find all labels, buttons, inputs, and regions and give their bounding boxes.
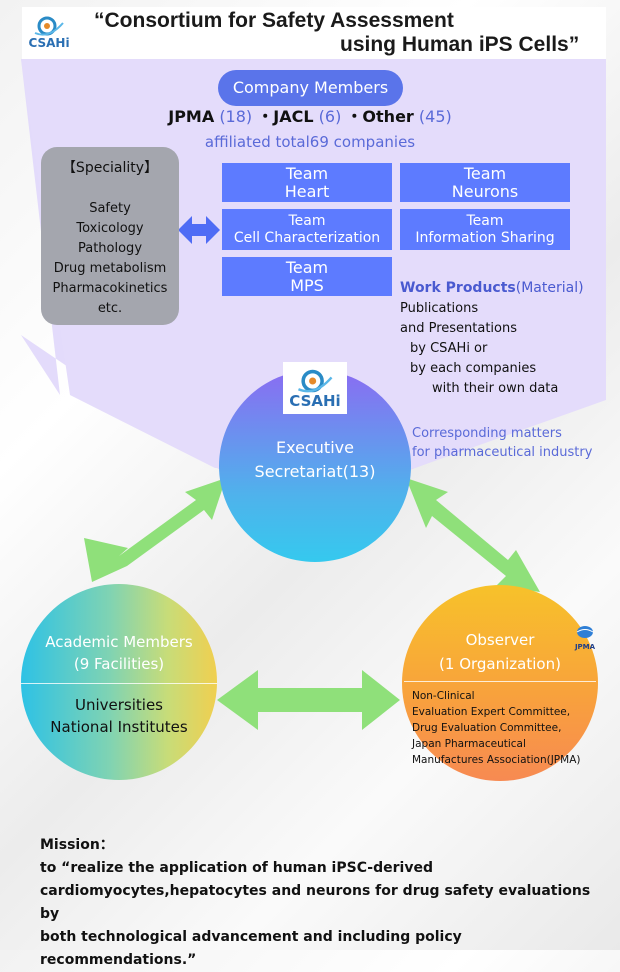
corresponding-matters: Corresponding matters for pharmaceutical… [412, 424, 592, 462]
observer-line1: Observer [465, 631, 535, 649]
work-products-line: Publications [400, 301, 479, 316]
group-other-count: (45) [418, 107, 452, 126]
csahi-logo-icon [34, 16, 64, 36]
title-line-2: using Human iPS Cells” [340, 33, 580, 56]
executive-logo-text: CSAHi [289, 391, 341, 410]
speciality-item: Safety [89, 201, 131, 216]
team-heart-line1: Team [285, 163, 329, 183]
team-heart: Team Heart [222, 163, 392, 202]
separator-1: ・ [257, 107, 274, 126]
academic-observer-arrow [217, 670, 400, 730]
affiliated-total: affiliated total69 companies [204, 133, 416, 151]
team-cell-line2: Cell Characterization [233, 229, 381, 246]
team-neurons-line2: Neurons [451, 181, 519, 201]
executive-line1: Executive [276, 438, 354, 457]
academic-line4: National Institutes [50, 718, 188, 736]
jpma-logo: JPMA [572, 624, 598, 651]
team-heart-line2: Heart [284, 181, 330, 201]
team-cell-line1: Team [288, 212, 326, 229]
team-mps-line1: Team [285, 257, 329, 277]
mission-line: to “realize the application of human iPS… [40, 860, 433, 876]
academic-circle [21, 584, 217, 780]
observer-details: Non-Clinical Evaluation Expert Committee… [412, 688, 580, 768]
speciality-team-arrow [178, 216, 220, 244]
speciality-item: etc. [97, 301, 123, 316]
team-information-sharing: Team Information Sharing [400, 209, 570, 250]
team-cell-characterization: Team Cell Characterization [222, 209, 392, 250]
academic-members-label: Academic Members (9 Facilities) [21, 631, 217, 675]
team-neurons: Team Neurons [400, 163, 570, 202]
mission-line: both technological advancement and inclu… [40, 929, 462, 968]
team-info-line1: Team [466, 212, 504, 229]
observer-line2: (1 Organization) [439, 655, 561, 673]
work-products: Work Products(Material) Publications and… [400, 278, 584, 399]
observer-detail: Non-Clinical [412, 690, 475, 702]
observer-label: Observer (1 Organization) [402, 628, 598, 676]
executive-logo: CSAHi [283, 362, 347, 414]
academic-line3: Universities [74, 696, 163, 714]
title-line-1: “Consortium for Safety Assessment [94, 9, 454, 32]
csahi-logo-text: CSAHi [28, 36, 70, 50]
csahi-logo: CSAHi [26, 10, 72, 54]
team-neurons-line1: Team [463, 163, 507, 183]
speciality-box: 【Speciality】 Safety Toxicology Pathology… [41, 147, 179, 325]
work-products-label: Work Products [400, 280, 516, 296]
observer-detail: Evaluation Expert Committee, [412, 706, 571, 718]
observer-circle [402, 585, 598, 781]
group-jpma-count: (18) [219, 107, 253, 126]
speciality-item: Toxicology [76, 221, 144, 236]
member-groups: JPMA (18) ・JACL (6) ・Other (45) [100, 106, 520, 128]
academic-line1: Academic Members [45, 633, 193, 651]
observer-detail: Manufactures Association(JPMA) [412, 754, 581, 766]
work-products-material: (Material) [515, 280, 584, 296]
group-jacl-count: (6) [318, 107, 342, 126]
speciality-item: Pathology [77, 241, 143, 256]
academic-institutions: Universities National Institutes [21, 694, 217, 738]
observer-detail: Drug Evaluation Committee, [412, 722, 562, 734]
jpma-globe-icon [576, 626, 594, 638]
exec-observer-arrow [406, 478, 540, 592]
speciality-heading: 【Speciality】 [61, 160, 159, 176]
academic-line2: (9 Facilities) [73, 655, 165, 673]
work-products-line: with their own data [432, 381, 559, 396]
corresponding-line2: for pharmaceutical industry [412, 445, 593, 460]
speciality-item: Drug metabolism [53, 261, 167, 276]
team-info-line2: Information Sharing [415, 229, 555, 246]
team-mps: Team MPS [222, 257, 392, 296]
company-members-pill: Company Members [218, 70, 403, 106]
group-other-name: Other [362, 107, 414, 126]
jpma-logo-text: JPMA [574, 643, 596, 651]
work-products-line: and Presentations [400, 321, 518, 336]
group-jacl-name: JACL [273, 107, 314, 126]
exec-academic-arrow [84, 478, 226, 582]
speciality-item: Pharmacokinetics [52, 281, 168, 296]
work-products-line: by each companies [410, 361, 537, 376]
executive-label: Executive Secretariat(13) [219, 436, 411, 484]
work-products-line: by CSAHi or [410, 341, 488, 356]
separator-2: ・ [346, 107, 363, 126]
academic-divider [21, 683, 217, 684]
team-mps-line2: MPS [290, 275, 324, 295]
corresponding-line1: Corresponding matters [412, 426, 562, 441]
observer-detail: Japan Pharmaceutical [412, 738, 526, 750]
group-jpma-name: JPMA [168, 107, 215, 126]
mission-line: cardiomyocytes,hepatocytes and neurons f… [40, 883, 591, 922]
executive-line2: Secretariat(13) [254, 462, 376, 481]
csahi-logo-icon [297, 369, 333, 392]
mission-statement: Mission： to “realize the application of … [40, 834, 610, 972]
mission-label: Mission： [40, 837, 114, 853]
header-bar [22, 7, 606, 59]
observer-divider [404, 681, 596, 682]
